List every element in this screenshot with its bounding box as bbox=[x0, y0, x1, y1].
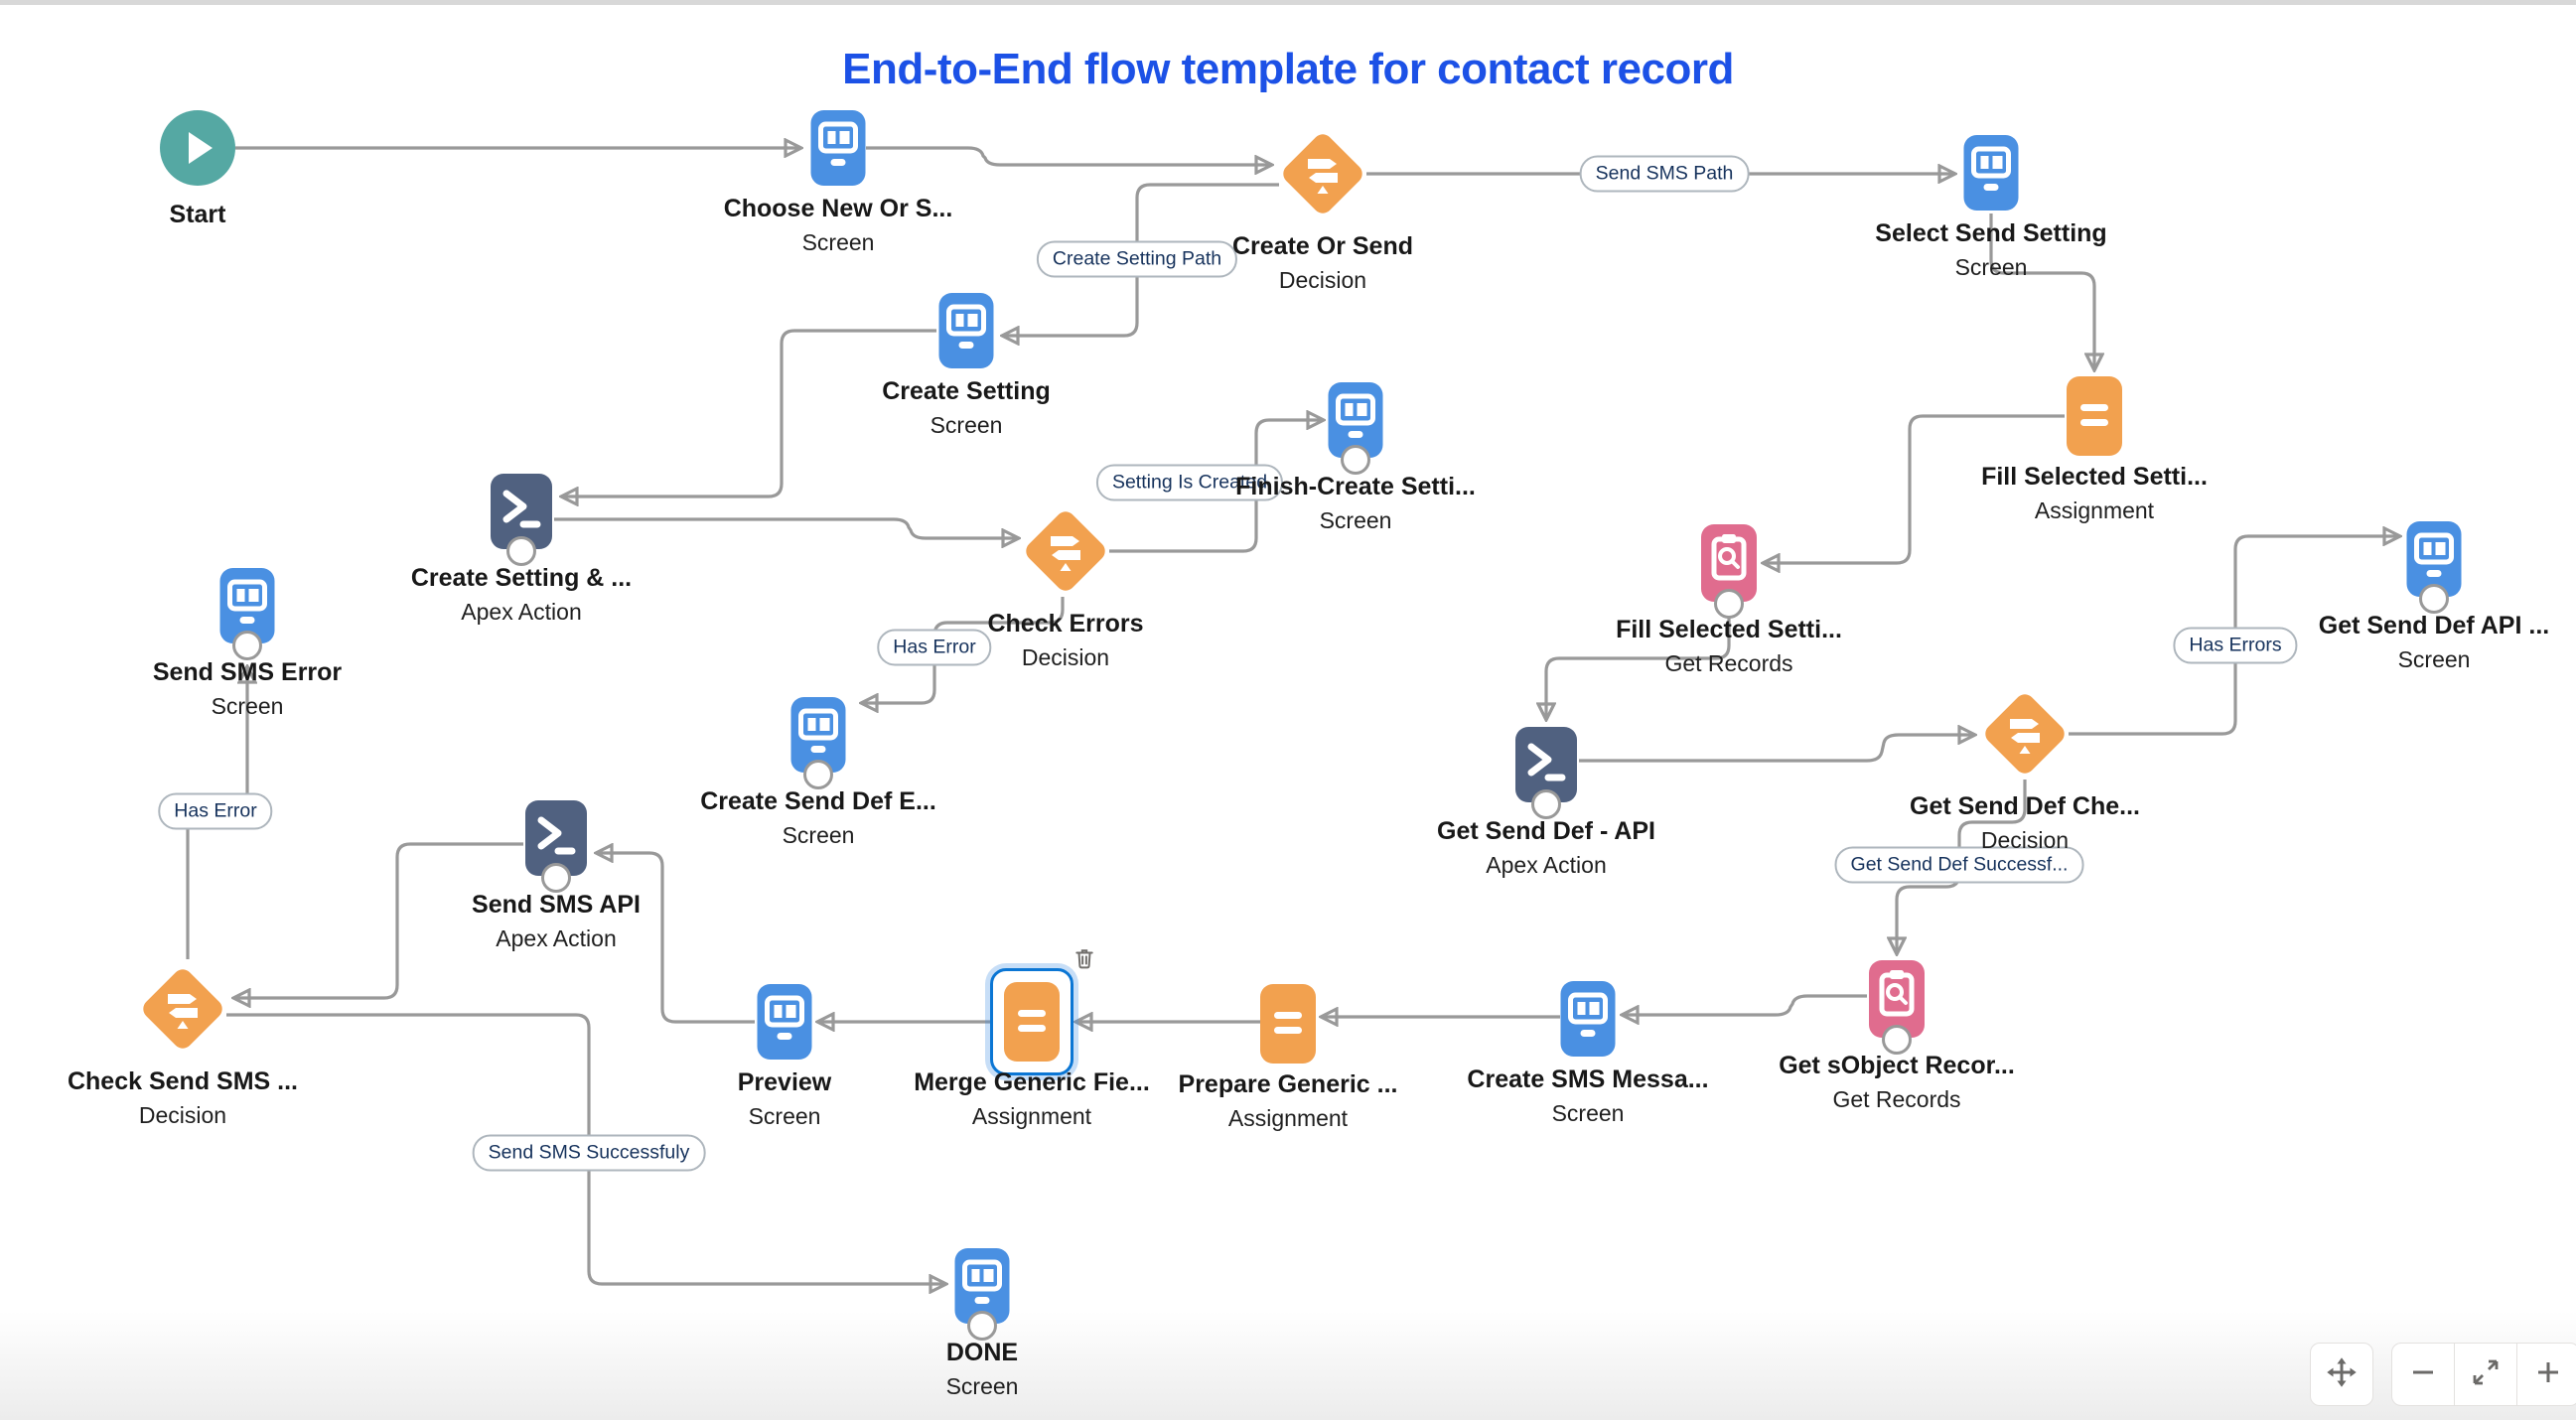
pan-button[interactable] bbox=[2310, 1343, 2373, 1406]
connector-label-has-error-mid: Has Error bbox=[877, 629, 992, 666]
start-icon bbox=[160, 110, 235, 186]
fill-selected-setting-assignment-assignment-icon bbox=[2067, 376, 2122, 456]
zoom-controls bbox=[2391, 1343, 2576, 1406]
connector-label-setting-is-created: Setting Is Created bbox=[1095, 464, 1284, 501]
connector-port[interactable] bbox=[1714, 589, 1744, 619]
connector-port[interactable] bbox=[2419, 584, 2449, 614]
move-icon bbox=[2325, 1355, 2359, 1394]
connector-label-get-send-def-successf: Get Send Def Successf... bbox=[1834, 846, 2084, 884]
minus-icon bbox=[2408, 1357, 2438, 1392]
create-sms-message-screen-icon bbox=[1560, 981, 1616, 1057]
connector-label-create-setting-path: Create Setting Path bbox=[1036, 240, 1238, 278]
connector-label-has-errors-right: Has Errors bbox=[2173, 627, 2298, 664]
expand-icon bbox=[2471, 1357, 2501, 1392]
connector-apex-to-check-errors bbox=[554, 517, 1018, 538]
canvas-bottom-fade bbox=[0, 1311, 2576, 1420]
connector-port[interactable] bbox=[232, 631, 262, 660]
connector-choose-to-create-or-send bbox=[866, 146, 1271, 165]
connector-port[interactable] bbox=[1882, 1025, 1912, 1055]
connector-preview-to-send-sms-api bbox=[597, 853, 755, 1024]
connector-port[interactable] bbox=[967, 1311, 997, 1341]
prepare-generic-assignment-icon bbox=[1260, 984, 1316, 1064]
get-send-def-api-screen-screen-icon bbox=[2406, 521, 2462, 597]
connector-port[interactable] bbox=[541, 863, 571, 893]
zoom-in-button[interactable] bbox=[2516, 1344, 2576, 1405]
connector-port[interactable] bbox=[803, 760, 833, 789]
connector-port[interactable] bbox=[506, 536, 536, 566]
connector-create-setting-to-apex bbox=[562, 329, 936, 497]
connector-select-to-fill-assignment bbox=[1989, 213, 2094, 369]
preview-screen-icon bbox=[757, 984, 812, 1060]
connector-get-send-def-apex-to-check bbox=[1579, 735, 1974, 763]
choose-new-or-screen-screen-icon bbox=[810, 110, 866, 186]
select-send-setting-screen-icon bbox=[1963, 135, 2019, 211]
trash-icon[interactable] bbox=[1074, 947, 1094, 969]
expand-button[interactable] bbox=[2454, 1344, 2516, 1405]
get-send-def-check-decision-icon bbox=[1977, 686, 2073, 781]
window-top-strip bbox=[0, 0, 2576, 5]
create-setting-screen-icon bbox=[938, 293, 994, 368]
connector-check-errors-has-error-to-create-send-def bbox=[862, 597, 1065, 703]
create-or-send-decision-icon bbox=[1275, 126, 1370, 221]
merge-generic-fields-assignment-icon bbox=[1004, 982, 1060, 1062]
connector-fill-assignment-to-fill-get-records bbox=[1764, 414, 2065, 563]
check-send-sms-decision-icon bbox=[135, 961, 230, 1057]
zoom-out-button[interactable] bbox=[2392, 1344, 2454, 1405]
connector-label-has-error-left: Has Error bbox=[158, 792, 273, 830]
page-title: End-to-End flow template for contact rec… bbox=[842, 45, 1734, 94]
connector-port[interactable] bbox=[1341, 445, 1370, 475]
connector-label-send-sms-path: Send SMS Path bbox=[1579, 155, 1750, 193]
check-errors-decision-icon bbox=[1018, 503, 1113, 599]
plus-icon bbox=[2533, 1357, 2563, 1392]
connector-send-sms-api-to-check-send-sms bbox=[234, 842, 523, 998]
connector-port[interactable] bbox=[1531, 789, 1561, 819]
connector-get-sobject-to-create-sms bbox=[1623, 994, 1867, 1015]
connector-fill-get-records-to-get-send-def-apex bbox=[1546, 606, 1731, 719]
connector-label-send-sms-successfuly: Send SMS Successfuly bbox=[472, 1134, 706, 1172]
